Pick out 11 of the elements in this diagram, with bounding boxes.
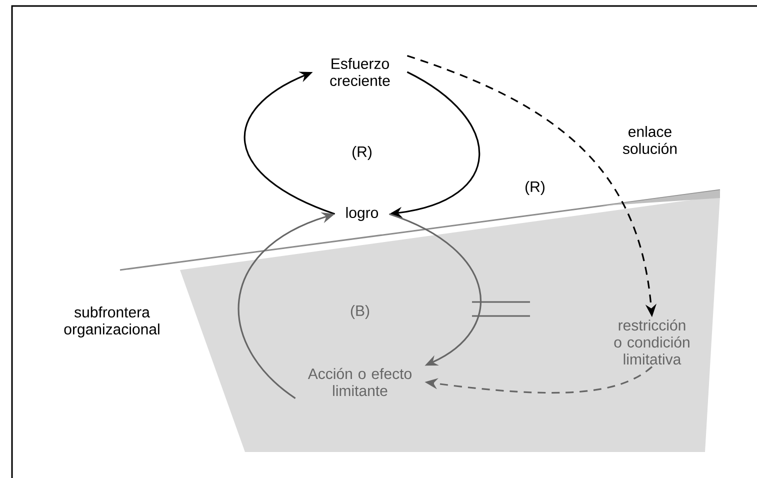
node-text: Acción o efecto limitante xyxy=(308,368,412,396)
edge-label: enlace solución xyxy=(622,126,677,154)
node-text: Esfuerzo creciente xyxy=(330,58,390,86)
node-text: restricción o condición limitativa xyxy=(614,319,690,365)
node-text: logro xyxy=(346,207,378,221)
loop-label: (B) xyxy=(350,305,370,319)
loop-label: (R) xyxy=(352,146,372,160)
arrow xyxy=(244,72,336,215)
boundary-label: subfrontera organizacional xyxy=(64,306,160,338)
arrow xyxy=(388,213,482,366)
loop-label: (R) xyxy=(526,181,544,195)
